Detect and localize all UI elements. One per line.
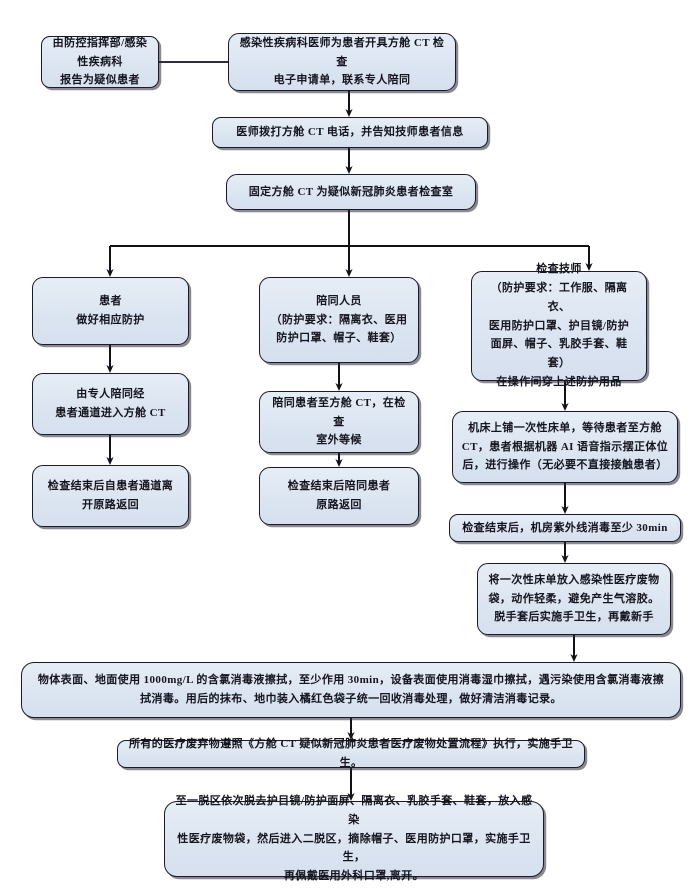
- node-ct-order[interactable]: 感染性疾病科医师为患者开具方舱 CT 检查 电子申请单，联系专人陪同: [228, 33, 456, 91]
- node-dispose-bed-sheet[interactable]: 将一次性床单放入感染性医疗废物 袋，动作轻柔，避免产生气溶胶。 脱手套后实施手卫…: [477, 563, 671, 635]
- watermark: · · · · · · · ·: [603, 856, 684, 865]
- node-technician-ppe[interactable]: 检查技师 （防护要求：工作服、隔离衣、 医用防护口罩、护目镜/防护 面屏、帽子、…: [471, 263, 647, 388]
- node-label: 检查结束后，机房紫外线消毒至少 30min: [462, 521, 668, 534]
- node-label: 患者 做好相应防护: [76, 295, 145, 326]
- node-surface-disinfection[interactable]: 物体表面、地面使用 1000mg/L 的含氯消毒液擦拭，至少作用 30min，设…: [21, 662, 681, 718]
- node-scan-procedure[interactable]: 机床上铺一次性床单，等待患者至方舱 CT，患者根据机器 AI 语音指示摆正体位 …: [452, 411, 678, 483]
- node-label: 感染性疾病科医师为患者开具方舱 CT 检查 电子申请单，联系专人陪同: [239, 36, 445, 87]
- node-report-suspected-case[interactable]: 由防控指挥部/感染性疾病科 报告为疑似患者: [41, 36, 159, 88]
- node-label: 陪同患者至方舱 CT，在检查 室外等候: [272, 396, 406, 447]
- node-medical-waste-process[interactable]: 所有的医疗废弃物遵照《方舱 CT 疑似新冠肺炎患者医疗废物处置流程》执行，实施手…: [117, 738, 585, 769]
- node-label: 医师拨打方舱 CT 电话，并告知技师患者信息: [236, 126, 464, 139]
- node-doffing-ppe[interactable]: 至一脱区依次脱去护目镜/防护面屏、隔离衣、乳胶手套、鞋套，放入感染 性医疗废物袋…: [164, 795, 544, 882]
- node-label: 所有的医疗废弃物遵照《方舱 CT 疑似新冠肺炎患者医疗废物处置流程》执行，实施手…: [129, 738, 573, 769]
- node-label: 由专人陪同经 患者通道进入方舱 CT: [55, 388, 166, 419]
- node-label: 物体表面、地面使用 1000mg/L 的含氯消毒液擦拭，至少作用 30min，设…: [37, 674, 665, 705]
- node-escort-return[interactable]: 检查结束后陪同患者 原路返回: [259, 467, 419, 525]
- node-label: 陪同人员 （防护要求：隔离衣、医用 防护口罩、帽子、鞋套）: [270, 294, 408, 345]
- node-label: 检查结束后自患者通道离 开原路返回: [47, 480, 174, 511]
- node-label: 至一脱区依次脱去护目镜/防护面屏、隔离衣、乳胶手套、鞋套，放入感染 性医疗废物袋…: [175, 794, 533, 883]
- node-patient-route-in[interactable]: 由专人陪同经 患者通道进入方舱 CT: [32, 373, 189, 435]
- node-call-technician[interactable]: 医师拨打方舱 CT 电话，并告知技师患者信息: [212, 117, 488, 148]
- node-patient-protection[interactable]: 患者 做好相应防护: [32, 277, 189, 345]
- node-label: 检查结束后陪同患者 原路返回: [287, 480, 391, 511]
- node-escort-wait-outside[interactable]: 陪同患者至方舱 CT，在检查 室外等候: [259, 391, 419, 453]
- node-patient-route-out[interactable]: 检查结束后自患者通道离 开原路返回: [32, 465, 189, 527]
- node-label: 检查技师 （防护要求：工作服、隔离衣、 医用防护口罩、护目镜/防护 面屏、帽子、…: [488, 262, 630, 389]
- node-label: 将一次性床单放入感染性医疗废物 袋，动作轻柔，避免产生气溶胶。 脱手套后实施手卫…: [488, 573, 660, 624]
- node-label: 机床上铺一次性床单，等待患者至方舱 CT，患者根据机器 AI 语音指示摆正体位 …: [461, 421, 669, 472]
- node-uv-disinfection[interactable]: 检查结束后，机房紫外线消毒至少 30min: [449, 514, 681, 542]
- node-label: 固定方舱 CT 为疑似新冠肺炎患者检查室: [248, 185, 454, 198]
- node-escort-ppe[interactable]: 陪同人员 （防护要求：隔离衣、医用 防护口罩、帽子、鞋套）: [259, 277, 419, 363]
- node-designated-exam-room[interactable]: 固定方舱 CT 为疑似新冠肺炎患者检查室: [226, 174, 476, 210]
- node-label: 由防控指挥部/感染性疾病科 报告为疑似患者: [52, 36, 148, 87]
